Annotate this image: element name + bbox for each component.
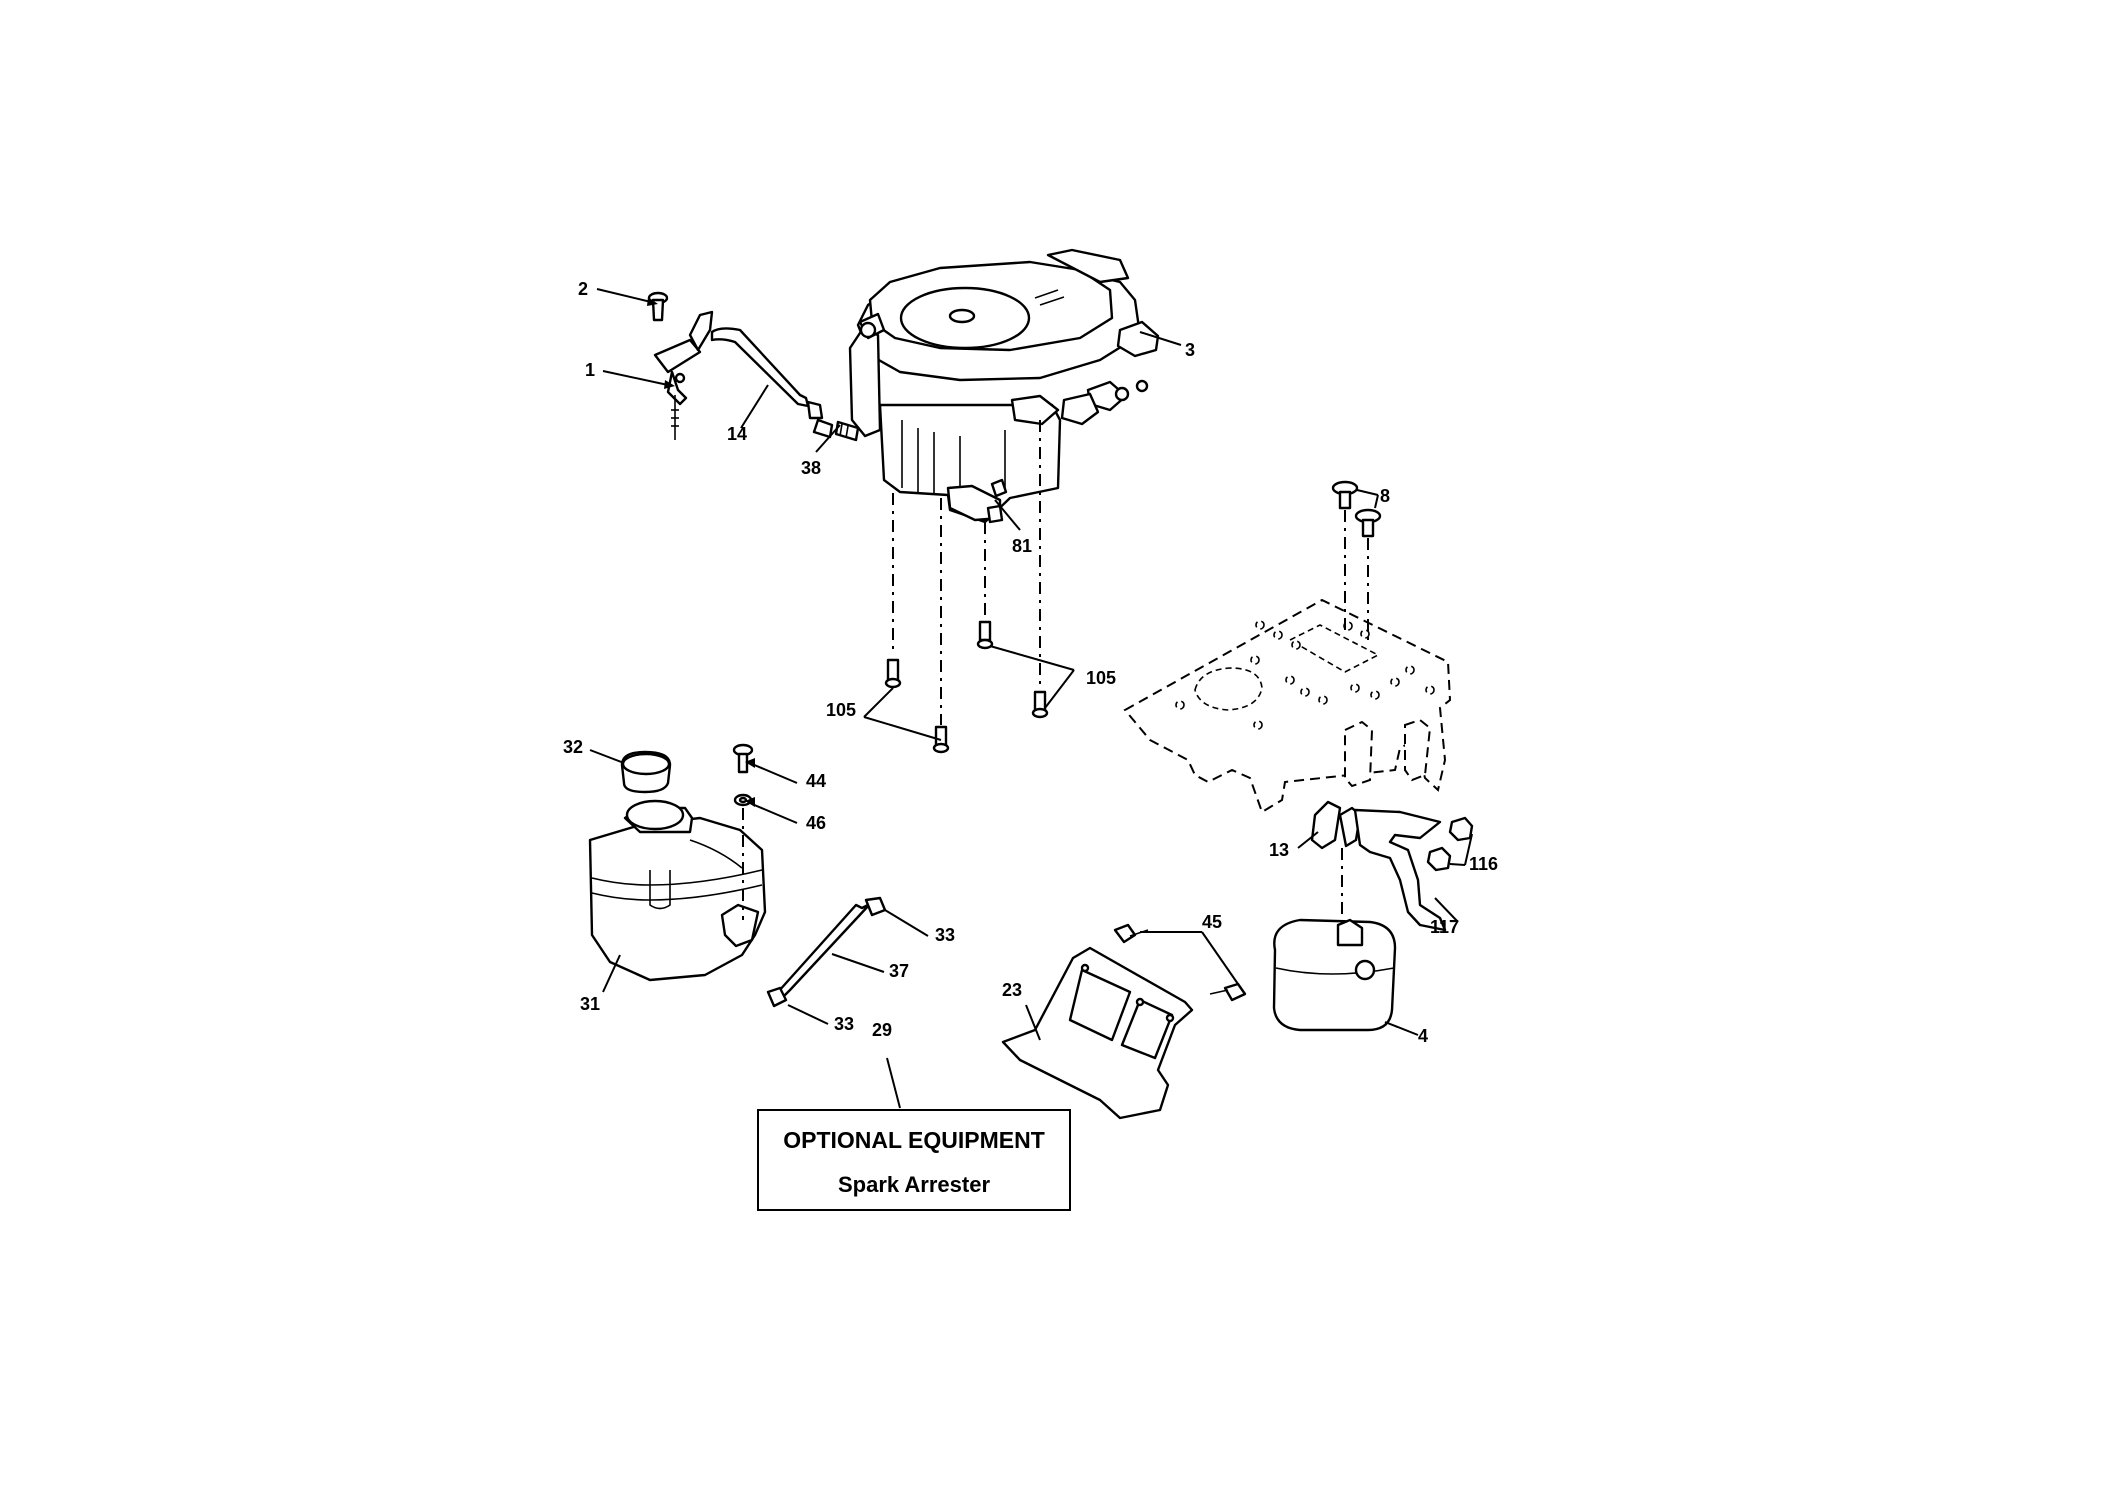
callout-3: 3 (1185, 340, 1195, 360)
fuel-fitting-part (806, 400, 860, 442)
engine-screw-part (986, 478, 1008, 524)
engine-bolt-part (1031, 690, 1049, 719)
callout-46: 46 (806, 813, 826, 833)
callout-45: 45 (1202, 912, 1222, 932)
shield-screw-part (1113, 923, 1149, 944)
throttle-control-part (653, 310, 714, 440)
shield-screw-part (1209, 982, 1247, 1002)
exhaust-gasket-part (1310, 800, 1362, 850)
fuel-line-part (710, 327, 810, 408)
engine-bolt-part (932, 725, 950, 754)
optional-equipment-title: OPTIONAL EQUIPMENT (783, 1127, 1045, 1153)
optional-equipment-box: OPTIONAL EQUIPMENT Spark Arrester (757, 1109, 1071, 1211)
callout-44: 44 (806, 771, 826, 791)
frame-bolt-part (1354, 508, 1382, 538)
callout-29: 29 (872, 1020, 892, 1040)
throttle-screw-part (647, 291, 669, 322)
hose-clamp-part (766, 986, 788, 1008)
callout-81: 81 (1012, 536, 1032, 556)
fuel-tank-part (588, 799, 767, 982)
callout-37: 37 (889, 961, 909, 981)
callout-8: 8 (1380, 486, 1390, 506)
callout-105-right: 105 (1086, 668, 1116, 688)
engine-bolt-part (976, 620, 994, 650)
callout-116: 116 (1469, 854, 1498, 874)
engine-part (848, 248, 1160, 524)
callout-4: 4 (1418, 1026, 1428, 1046)
callout-31: 31 (580, 994, 600, 1014)
callout-2: 2 (578, 279, 588, 299)
callout-38: 38 (801, 458, 821, 478)
callout-23: 23 (1002, 980, 1022, 1000)
callout-33-bottom: 33 (834, 1014, 854, 1034)
exhaust-nut-part (1448, 816, 1474, 842)
callout-14: 14 (727, 424, 747, 444)
tank-washer-part (733, 793, 753, 807)
frame-bolt-part (1331, 480, 1359, 510)
frame-reference (1123, 598, 1452, 814)
exhaust-pipe-part (1353, 808, 1447, 932)
leader-lines (589, 288, 1473, 1109)
engine-bolt-part (884, 658, 902, 689)
callout-32: 32 (563, 737, 583, 757)
tank-screw-part (732, 743, 754, 774)
fuel-cap-part (620, 750, 672, 794)
muffler-part (1272, 918, 1397, 1032)
callout-33-top: 33 (935, 925, 955, 945)
callout-117: 117 (1430, 917, 1459, 937)
callout-13: 13 (1269, 840, 1289, 860)
exhaust-nut-part (1426, 846, 1452, 872)
optional-equipment-subtitle: Spark Arrester (838, 1172, 990, 1197)
heat-shield-part (1001, 946, 1194, 1120)
callout-105-left: 105 (826, 700, 856, 720)
hose-clamp-part (864, 896, 887, 917)
callout-1: 1 (585, 360, 595, 380)
fuel-hose-part (776, 902, 872, 998)
